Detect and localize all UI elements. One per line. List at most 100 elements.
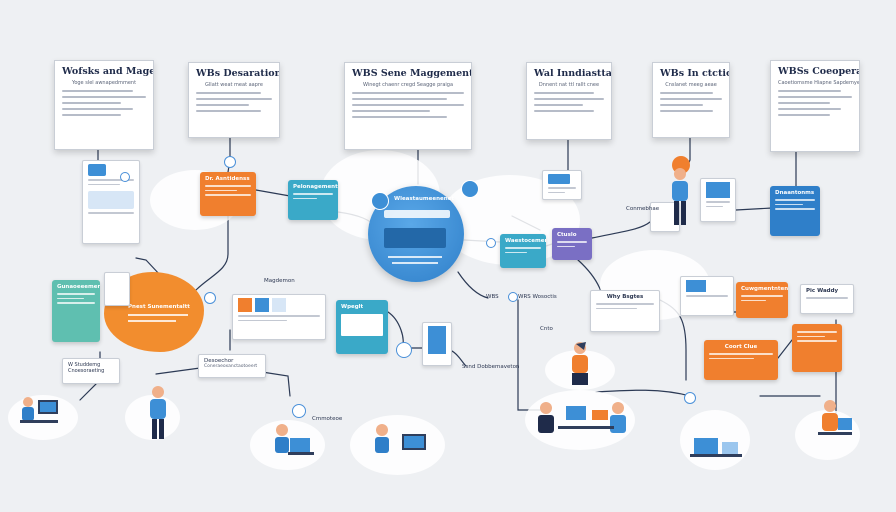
tablet-icon (422, 322, 452, 366)
document-thumbnail (542, 170, 582, 200)
studdemg-panel: W Studdemg Cnoesoraeting (62, 358, 120, 384)
text-line (660, 104, 704, 106)
text-line (775, 199, 815, 201)
connector-dot (224, 156, 236, 168)
text-line (778, 96, 852, 98)
person-badge-icon (371, 192, 389, 210)
chat-label: Cnto (540, 326, 553, 332)
text-line (706, 201, 730, 203)
person-standing-icon (150, 386, 166, 439)
text-line (596, 307, 637, 309)
person-at-computer-icon (375, 424, 426, 453)
text-line (557, 245, 575, 247)
text-line (205, 194, 251, 196)
node-label: W Studdemg Cnoesoraeting (68, 362, 105, 374)
text-line (205, 185, 251, 187)
text-line (775, 203, 803, 205)
node-label: Gunaoeeement (57, 284, 100, 290)
person-badge-icon (461, 180, 479, 198)
screen-header-icon (706, 182, 730, 198)
teal-node-right: Waestocement (500, 234, 546, 268)
person-with-laptop-icon (275, 424, 314, 455)
bottom-label: Cmmoteoe (312, 416, 343, 422)
node-label: Ctuslo (557, 232, 577, 238)
text-line (352, 92, 464, 94)
text-line (534, 104, 583, 106)
text-line (709, 357, 754, 359)
orange-node-far-right (792, 324, 842, 372)
why-panel: Why Bsgtes (590, 290, 660, 332)
text-line (548, 191, 565, 193)
laptop-icon (690, 438, 742, 457)
cloud-decoration (350, 415, 445, 475)
monitor-panel (700, 178, 736, 222)
text-line (778, 108, 841, 110)
text-line (62, 96, 146, 98)
top-card-6: WBSs Coeoperation Caoetiomsme Hiapne Sap… (770, 60, 860, 152)
coort-node: Coort Clue (704, 340, 778, 380)
text-line (534, 98, 604, 100)
hub-text-line (388, 256, 442, 258)
hub-title: Wleastaumeenenet (394, 196, 455, 202)
hub-screen (384, 228, 446, 248)
text-line (548, 187, 576, 189)
node-label: Wpeglt (341, 304, 364, 310)
text-line (505, 251, 527, 253)
connector-dot (204, 292, 216, 304)
text-line (62, 102, 121, 104)
text-line (196, 92, 261, 94)
text-line (775, 208, 815, 210)
node-label: Coort Clue (724, 344, 758, 350)
text-line (534, 110, 594, 112)
text-line (88, 212, 134, 214)
text-line (57, 297, 84, 299)
team-meeting-icon (538, 402, 626, 433)
node-label: Waestocement (505, 238, 546, 244)
card-title: Wal Inndiasttation (534, 68, 612, 79)
card-title: WBS Sene Maggement (352, 68, 472, 79)
node-label: Cuwgmentntenet (741, 286, 788, 292)
pic-panel: Pic Waddy (800, 284, 854, 314)
person-at-desk-icon (20, 397, 58, 423)
tile-icon (238, 298, 252, 312)
text-line (196, 104, 250, 106)
green-node-left: Gunaoeeement (52, 280, 100, 342)
card-subtitle: Cnslanet meeg aeae (665, 82, 717, 88)
text-line (741, 295, 783, 297)
dashboard-panel (82, 160, 140, 244)
hub-text-line (392, 262, 438, 264)
top-card-5: WBs In ctction Cnslanet meeg aeae (652, 62, 730, 138)
text-line (352, 104, 464, 106)
text-line (706, 205, 723, 207)
doc-board (680, 276, 734, 316)
tile-icon (272, 298, 286, 312)
text-line (196, 110, 261, 112)
card-subtitle: Gllatt weat meat aapre (205, 82, 263, 88)
node-label: Dnaantonms (775, 190, 815, 196)
card-title: WBs In ctction (660, 68, 729, 79)
top-card-4: Wal Inndiasttation Dnnent nat ttl rallt … (526, 62, 612, 140)
card-title: WBSs Coeoperation (778, 66, 859, 77)
node-label: Dr. Asntidenss (205, 176, 250, 182)
top-card-3: WBS Sene Maggement Winegt chaenr cregd S… (344, 62, 472, 150)
text-line (88, 179, 134, 181)
top-card-1: Wofsks and Magegement Yoge slel awnapedm… (54, 60, 154, 150)
text-line (797, 331, 837, 333)
text-line (778, 102, 830, 104)
purple-node: Ctuslo (552, 228, 592, 260)
text-line (88, 183, 121, 185)
person-with-tablet-icon (818, 400, 852, 435)
text-line (686, 295, 728, 297)
desoechor-panel: Desoechor Coneraeoxanctaotoeert (198, 354, 266, 378)
chart-thumbnail-icon (88, 191, 134, 209)
text-line (806, 297, 848, 299)
person-presenting-icon (672, 168, 688, 225)
card-title: WBs Desaration (196, 68, 280, 79)
wpeglt-node: Wpeglt (336, 300, 388, 354)
text-line (57, 302, 95, 304)
card-subtitle: Winegt chaenr cregd Seagge praiga (362, 82, 454, 88)
text-line (196, 98, 272, 100)
wrs-label: WRS Wosoctis (518, 294, 557, 300)
magdemon-label: Magdemon (264, 278, 295, 284)
